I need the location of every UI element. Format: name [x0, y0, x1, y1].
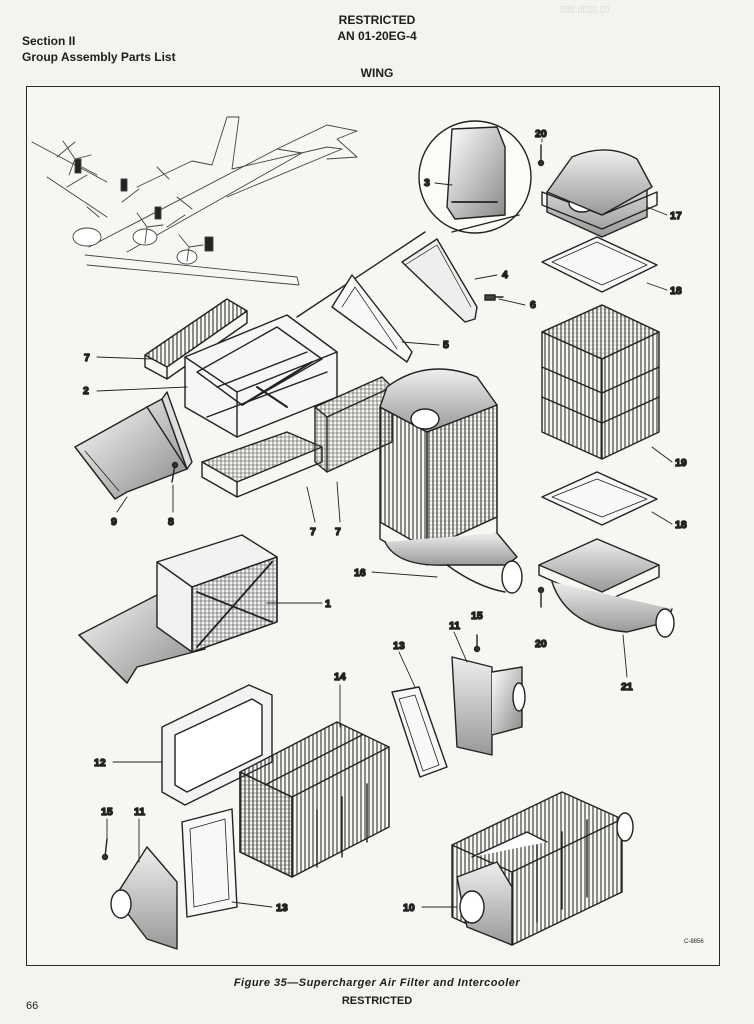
- part-7-filter-top: [144, 298, 248, 380]
- detail-circle: [296, 120, 532, 318]
- part-7-filter-bottom: [201, 431, 323, 498]
- part-11-cone-upper: [451, 656, 526, 756]
- area-title: WING: [360, 66, 394, 80]
- callout-20-bottom: 20: [535, 638, 547, 650]
- part-20-screw-bottom: [537, 586, 545, 608]
- callout-7-top: 7: [84, 352, 90, 364]
- callout-17: 17: [670, 210, 682, 222]
- part-16-intercooler: [379, 368, 523, 594]
- part-2-filter-housing: [184, 314, 338, 438]
- callout-9: 9: [111, 516, 117, 528]
- callout-18-top: 18: [670, 285, 682, 297]
- callout-10: 10: [403, 902, 415, 914]
- section-heading: Section II Group Assembly Parts List: [22, 33, 176, 65]
- callout-6: 6: [530, 299, 536, 311]
- part-17-top-hood: [541, 149, 658, 238]
- callout-2: 2: [83, 385, 89, 397]
- part-13-gasket-lower: [181, 808, 238, 918]
- callout-1: 1: [325, 598, 331, 610]
- callout-7-bottom: 7: [310, 526, 316, 538]
- part-21-bottom-base: [538, 538, 675, 638]
- part-19-intercooler-core: [541, 304, 660, 460]
- document-number: AN 01-20EG-4: [337, 29, 417, 43]
- callout-3: 3: [424, 177, 430, 189]
- part-20-screw-top: [537, 144, 545, 167]
- callout-20-top: 20: [535, 128, 547, 140]
- callout-13-upper: 13: [393, 640, 405, 652]
- part-10-intercooler-assembly: [451, 791, 634, 946]
- part-8-screw: [171, 461, 179, 483]
- callout-12: 12: [94, 757, 106, 769]
- part-18-gasket-bottom: [541, 471, 658, 526]
- part-9-duct: [74, 391, 193, 500]
- callout-8: 8: [168, 516, 174, 528]
- restricted-bottom: RESTRICTED: [341, 995, 413, 1007]
- part-14-core: [239, 721, 390, 878]
- bleed-through-text: ▯▯▯ ▯▯▯▯ ▯▯: [560, 4, 610, 14]
- part-6-bolt: [484, 294, 504, 301]
- part-11-cone-lower: [110, 846, 178, 950]
- part-4-plate: [401, 238, 478, 323]
- part-15-screw-lower: [101, 838, 109, 861]
- callout-15-lower: 15: [101, 806, 113, 818]
- callout-15-upper: 15: [471, 610, 483, 622]
- document-header: RESTRICTED AN 01-20EG-4: [0, 12, 754, 44]
- callout-4: 4: [502, 269, 508, 281]
- restricted-top: RESTRICTED: [338, 13, 416, 27]
- callout-14: 14: [334, 671, 346, 683]
- parts-list-label: Group Assembly Parts List: [22, 50, 176, 64]
- page-number: 66: [26, 1000, 39, 1012]
- part-13-gasket-upper: [391, 686, 448, 778]
- callout-labels: 3 4 5 6 7 2 9 8 7 7 1 16 20 17 18 19 18 …: [82, 127, 687, 914]
- exploded-parts-illustration: 3 4 5 6 7 2 9 8 7 7 1 16 20 17 18 19 18 …: [31, 116, 688, 950]
- part-5-gasket: [331, 274, 413, 363]
- aircraft-outline: [31, 116, 358, 286]
- callout-11-upper: 11: [449, 620, 460, 632]
- leader-lines: [96, 138, 673, 908]
- callout-5: 5: [443, 339, 449, 351]
- section-label: Section II: [22, 34, 76, 48]
- part-15-screw-upper: [473, 634, 481, 653]
- part-1-air-filter-assembly: [78, 534, 278, 684]
- figure-frame: 3 4 5 6 7 2 9 8 7 7 1 16 20 17 18 19 18 …: [26, 86, 720, 966]
- callout-18-bottom: 18: [675, 519, 687, 531]
- callout-13-lower: 13: [276, 902, 288, 914]
- callout-7-side: 7: [335, 526, 341, 538]
- callout-19: 19: [675, 457, 687, 469]
- drawing-number: C-8856: [684, 939, 704, 945]
- callout-16: 16: [354, 567, 366, 579]
- callout-11-lower: 11: [134, 806, 145, 818]
- callout-21: 21: [621, 681, 633, 693]
- figure-caption: Figure 35—Supercharger Air Filter and In…: [233, 977, 521, 989]
- part-18-gasket-top: [541, 236, 658, 293]
